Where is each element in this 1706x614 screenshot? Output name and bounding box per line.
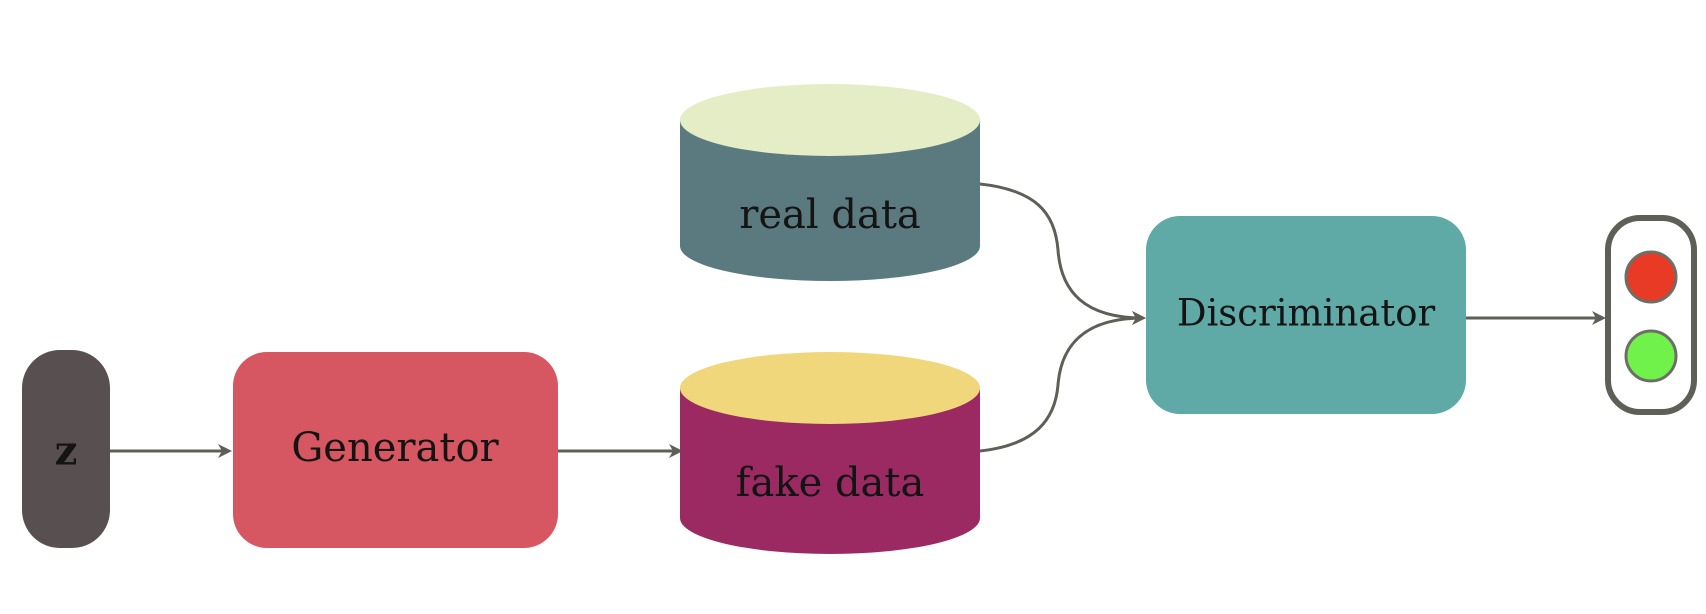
- z-shape: [22, 350, 110, 548]
- fake-data-body: [680, 388, 980, 554]
- edge-fake-data-to-discriminator: [979, 311, 1146, 453]
- discriminator-shape: [1146, 216, 1466, 414]
- node-z: z: [22, 350, 110, 548]
- traffic-light-housing: [1605, 215, 1697, 415]
- discriminator-label: Discriminator: [1177, 292, 1436, 335]
- real-data-label: real data: [739, 192, 921, 238]
- generator-label: Generator: [291, 425, 499, 471]
- fake-data-top: [680, 352, 980, 424]
- traffic-light-icon: [1605, 215, 1697, 415]
- z-label: z: [55, 428, 78, 475]
- real-data-body: [680, 120, 980, 281]
- fake-data-label: fake data: [736, 460, 925, 506]
- red-light: [1624, 250, 1678, 304]
- green-light: [1624, 329, 1678, 383]
- real-data-top: [680, 84, 980, 156]
- node-generator: Generator: [233, 352, 558, 548]
- node-fake-data: fake data: [680, 352, 980, 554]
- edge-real-data-to-discriminator: [979, 182, 1146, 325]
- generator-shape: [233, 352, 558, 548]
- edges: [110, 182, 1606, 458]
- node-real-data: real data: [680, 84, 980, 281]
- node-discriminator: Discriminator: [1146, 216, 1466, 414]
